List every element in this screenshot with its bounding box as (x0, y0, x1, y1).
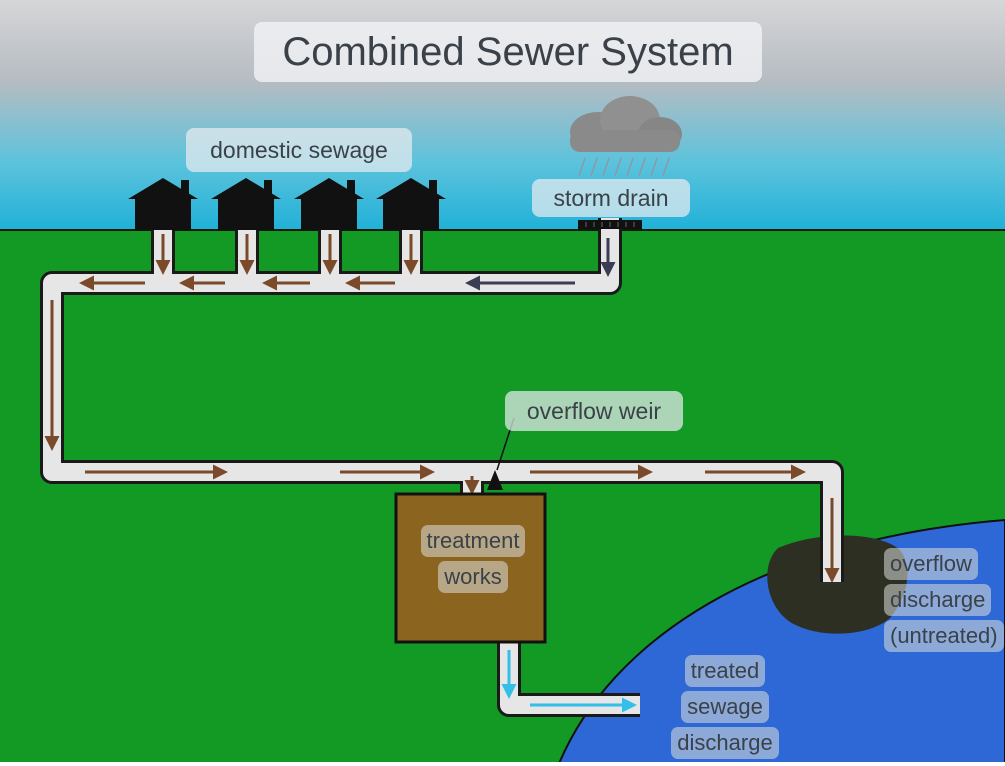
overflow-weir (487, 470, 503, 490)
treated-discharge-label-line: treated (684, 655, 766, 687)
treated-sewage-discharge-label: treated sewage discharge (652, 655, 798, 763)
house-icon (128, 178, 198, 230)
diagram-title: Combined Sewer System (254, 22, 762, 82)
overflow-weir-label: overflow weir (505, 391, 683, 431)
rain-cloud-icon (570, 96, 682, 177)
overflow-discharge-label-line: discharge (884, 584, 992, 616)
treatment-works-label: treatment works (404, 525, 542, 597)
overflow-discharge-label-line: (untreated) (884, 620, 1004, 652)
domestic-sewage-label: domestic sewage (186, 128, 412, 172)
treatment-works-tank (394, 492, 547, 644)
treated-flow-arrows (501, 650, 637, 713)
sewage-flow-arrows (44, 234, 840, 583)
house-icon (294, 178, 364, 230)
storm-drain-grate-icon (578, 220, 642, 229)
treatment-works-label-line: treatment (420, 525, 526, 557)
treated-discharge-label-line: sewage (681, 691, 769, 723)
overflow-pollution-plume (767, 535, 908, 634)
overflow-discharge-label-line: overflow (884, 548, 978, 580)
storm-flow-arrows (465, 238, 616, 291)
treatment-works-label-line: works (438, 561, 508, 593)
storm-drain-label: storm drain (532, 179, 690, 217)
bottom-border (0, 762, 1005, 766)
treated-discharge-label-line: discharge (671, 727, 779, 759)
overflow-discharge-label: overflow discharge (untreated) (884, 548, 1005, 656)
house-icon (376, 178, 446, 230)
house-icon (211, 178, 281, 230)
